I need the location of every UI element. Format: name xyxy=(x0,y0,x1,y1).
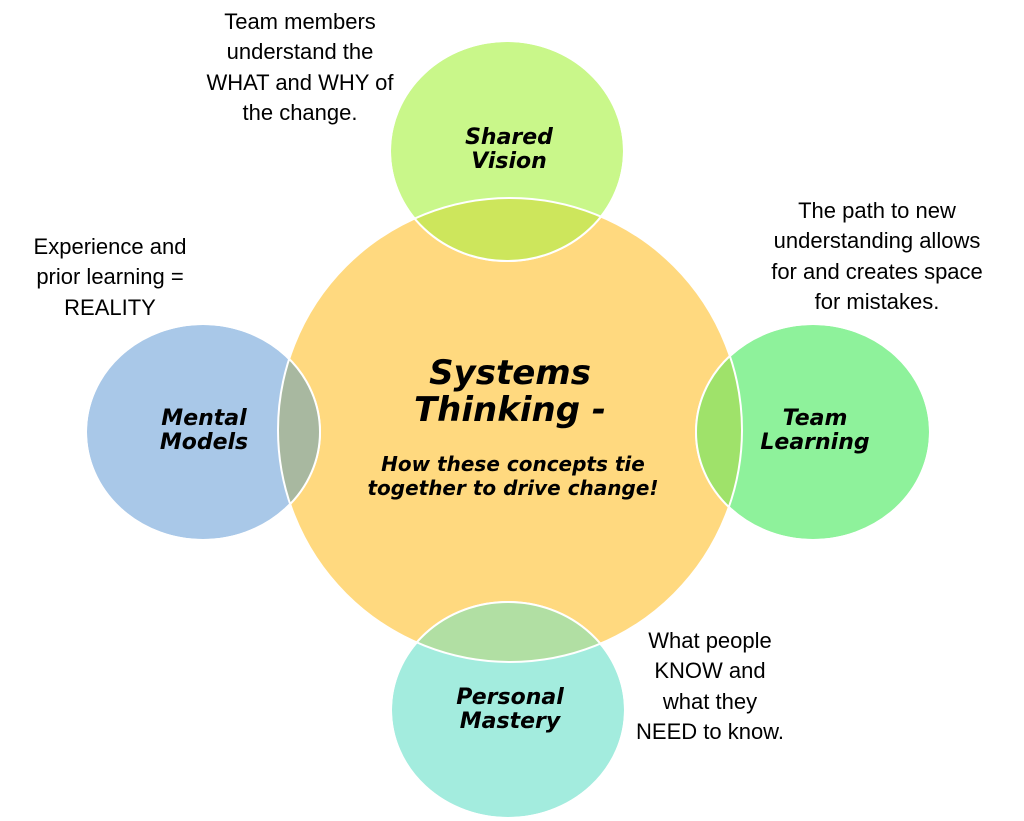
note-line: REALITY xyxy=(64,294,156,320)
center-title: Systems Thinking - xyxy=(330,355,690,428)
note-line: What people xyxy=(648,628,772,653)
center-circle xyxy=(278,198,742,662)
personal-mastery-outline xyxy=(390,601,626,819)
shared-vision-outline xyxy=(389,40,625,262)
note-line: the change. xyxy=(242,100,358,126)
center-circle-outline xyxy=(277,197,743,663)
personal-mastery-note: What people KNOW and what they NEED to k… xyxy=(610,626,810,747)
mental-models-label-line: Mental xyxy=(161,406,247,431)
note-line: understanding allows xyxy=(773,228,981,254)
mental-models-label-line: Models xyxy=(159,429,249,455)
note-line: prior learning = xyxy=(36,264,184,290)
center-subtitle-line: How these concepts tie xyxy=(381,452,645,476)
note-line: NEED to know. xyxy=(636,719,784,745)
note-line: for mistakes. xyxy=(814,289,940,315)
note-line: WHAT and WHY of xyxy=(206,69,394,95)
team-learning-outline xyxy=(695,323,931,541)
mental-models-outline xyxy=(85,323,321,541)
note-line: understand the xyxy=(226,39,374,65)
personal-mastery-label-line: Personal xyxy=(456,685,564,710)
note-line: Experience and xyxy=(33,234,187,259)
shared-vision-label: Shared Vision xyxy=(419,126,599,174)
shared-vision-label-line: Vision xyxy=(471,148,547,174)
center-subtitle-line: together to drive change! xyxy=(367,476,659,501)
team-learning-label-line: Team xyxy=(782,406,848,431)
team-learning-label-line: Learning xyxy=(760,429,870,455)
mental-models-note: Experience and prior learning = REALITY xyxy=(10,232,210,323)
note-line: The path to new xyxy=(798,198,956,223)
note-line: Team members xyxy=(224,9,376,34)
center-title-line: Thinking - xyxy=(413,389,606,430)
personal-mastery-label-line: Mastery xyxy=(459,708,561,734)
shared-vision-label-line: Shared xyxy=(465,125,553,150)
center-title-line: Systems xyxy=(429,353,591,393)
team-learning-note: The path to new understanding allows for… xyxy=(752,196,1002,317)
note-line: for and creates space xyxy=(771,258,983,284)
shared-vision-note: Team members understand the WHAT and WHY… xyxy=(180,7,420,128)
mental-models-label: Mental Models xyxy=(114,407,294,455)
team-learning-label: Team Learning xyxy=(725,407,905,455)
center-subtitle: How these concepts tie together to drive… xyxy=(318,452,708,501)
note-line: what they xyxy=(662,688,758,714)
note-line: KNOW and xyxy=(654,658,766,684)
personal-mastery-label: Personal Mastery xyxy=(420,686,600,734)
